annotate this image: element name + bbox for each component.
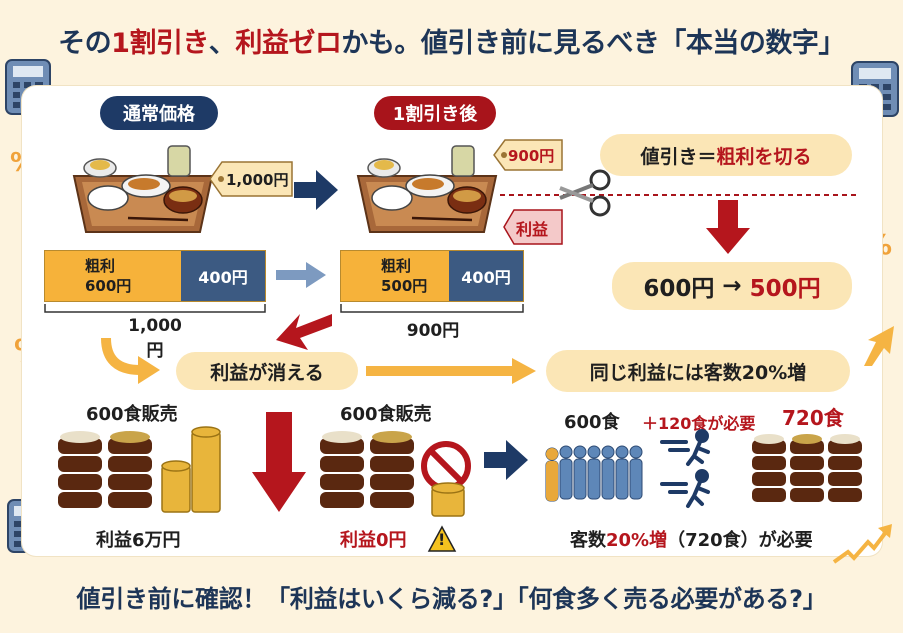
profit-tag: 利益: [516, 220, 549, 239]
discounted-heading: 1割引き後: [374, 96, 496, 130]
scenario-c-extra: ＋120食が必要: [642, 414, 756, 433]
profit-tag-icon: [503, 209, 563, 245]
bowl-stack-icon: [58, 431, 152, 508]
bracket-line: [44, 304, 266, 313]
customer-queue-icon: [545, 445, 643, 502]
bowl-stack-icon: [320, 431, 414, 508]
arrow-down-big-red-icon: [252, 412, 306, 512]
meal-tray-icon: [356, 145, 498, 233]
running-person-icon: [660, 429, 710, 508]
coin-stack-icon: [161, 426, 221, 513]
warning-mark: !: [438, 530, 446, 549]
price-tag-icon: [209, 161, 293, 197]
scenario-c-note: 客数20%増（720食）が必要: [570, 530, 813, 551]
regular-price-heading: 通常価格: [100, 96, 218, 130]
scenario-b-profit: 利益0円: [340, 530, 407, 551]
bowl-stack-icon: [752, 434, 862, 502]
arrow-right-orange-icon: [366, 358, 536, 384]
profit-vanishes-pill: 利益が消える: [176, 352, 358, 390]
margin-change-pill: 600円 → 500円: [612, 262, 852, 310]
discounted-price-tag: 900円: [508, 147, 555, 165]
bottom-caption: 値引き前に確認！「利益はいくら減る?」「何食多く売る必要がある?」: [76, 584, 827, 613]
scenario-a-profit: 利益6万円: [96, 530, 181, 551]
rule-pill: 値引き＝粗利を切る: [600, 134, 852, 176]
arrow-right-icon: [484, 440, 528, 480]
scenario-a-sales: 600食販売: [86, 404, 178, 425]
price-tag-icon: [493, 139, 563, 171]
bracket-line: [340, 304, 524, 313]
scenario-b-sales: 600食販売: [340, 404, 432, 425]
arrow-right-light-icon: [276, 262, 326, 288]
arrow-up-right-orange-icon: [864, 326, 894, 366]
arrow-down-left-icon: [276, 314, 332, 350]
discounted-total: 900円: [406, 321, 460, 341]
regular-margin-bar: 粗利 600円 400円: [44, 250, 266, 302]
same-profit-pill: 同じ利益には客数20%増: [546, 350, 850, 392]
curved-arrow-icon: [101, 337, 160, 384]
dashed-cut-line: [500, 194, 860, 196]
warning-icon: [427, 525, 457, 552]
scenario-c-target: 720食: [782, 406, 844, 430]
trend-up-icon: [832, 524, 892, 564]
regular-total: 1,000円: [128, 316, 182, 361]
meal-tray-icon: [72, 145, 214, 233]
coin-stack-icon: [431, 482, 465, 517]
regular-price-tag: 1,000円: [226, 171, 289, 189]
arrow-down-red-icon: [706, 200, 750, 254]
scenario-c-base: 600食: [564, 412, 620, 433]
scissors-icon: [559, 169, 611, 217]
arrow-right-icon: [294, 170, 338, 210]
discounted-margin-bar: 粗利 500円 400円: [340, 250, 524, 302]
